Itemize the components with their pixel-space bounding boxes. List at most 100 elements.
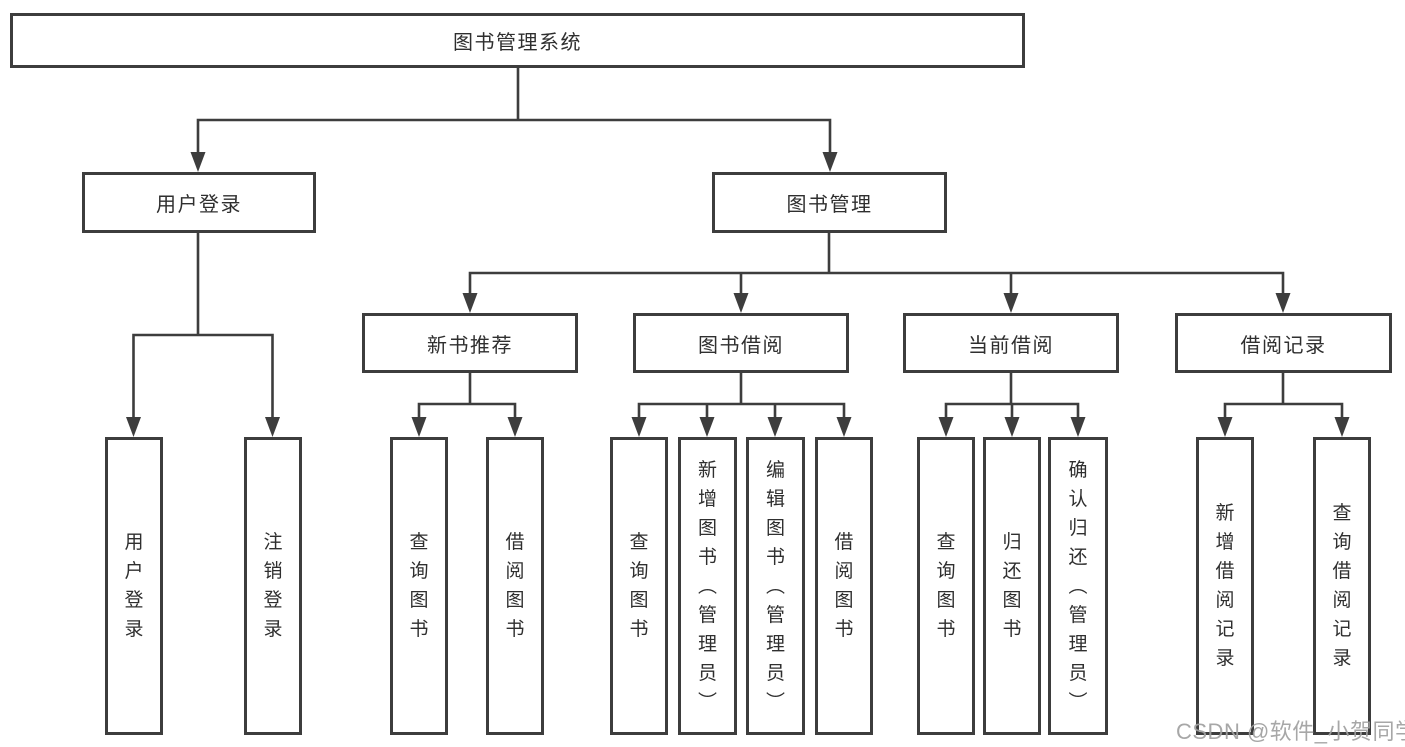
node-return-books-label: 归还图书	[1002, 528, 1021, 644]
vertical-char: 阅	[1332, 590, 1352, 611]
node-recommend-borrow-books-label: 借阅图书	[505, 528, 524, 644]
vertical-char: 销	[263, 561, 283, 582]
node-recommend-query-books-label: 查询图书	[409, 528, 428, 644]
vertical-char: ︶	[697, 691, 717, 713]
vertical-char: 辑	[765, 488, 785, 510]
arrowhead	[631, 417, 647, 437]
node-recommend-query-books: 查询图书	[390, 437, 448, 735]
vertical-char: 询	[409, 561, 429, 582]
arrowhead	[507, 417, 523, 437]
connector-current-borrow	[944, 371, 1080, 425]
node-query-borrow-record: 查询借阅记录	[1313, 437, 1371, 735]
node-borrowing-records: 借阅记录	[1175, 313, 1392, 373]
node-confirm-return-admin: 确认归还︵管理员︶	[1048, 437, 1108, 735]
arrowhead	[822, 152, 838, 172]
node-edit-books-admin: 编辑图书︵管理员︶	[746, 437, 805, 735]
node-logout-label: 注销登录	[263, 528, 282, 644]
vertical-char: 管	[697, 604, 717, 626]
node-login-label: 用户登录	[124, 528, 143, 644]
arrowhead	[462, 293, 478, 313]
vertical-char: 书	[936, 619, 956, 640]
vertical-char: 录	[1215, 648, 1235, 669]
vertical-char: 录	[1332, 648, 1352, 669]
vertical-char: 还	[1002, 561, 1022, 582]
vertical-char: 增	[697, 488, 717, 510]
connector-new-book	[417, 371, 517, 425]
vertical-char: 注	[263, 532, 283, 553]
vertical-char: ︵	[697, 575, 717, 597]
arrowhead	[733, 293, 749, 313]
vertical-char: 登	[263, 590, 283, 611]
vertical-char: 询	[936, 561, 956, 582]
node-query-borrow-record-label: 查询借阅记录	[1332, 499, 1351, 673]
node-new-book-recommend-label: 新书推荐	[427, 334, 513, 357]
arrowhead	[1004, 417, 1020, 437]
node-book-borrowing: 图书借阅	[633, 313, 849, 373]
vertical-char: ︶	[1068, 691, 1088, 713]
node-login: 用户登录	[105, 437, 163, 735]
node-borrowing-query-books: 查询图书	[610, 437, 668, 735]
vertical-char: ︵	[1068, 575, 1088, 597]
vertical-char: 员	[765, 662, 785, 684]
vertical-char: 理	[697, 633, 717, 655]
vertical-char: 管	[765, 604, 785, 626]
vertical-char: 用	[124, 532, 144, 553]
connector-book-management	[468, 231, 1285, 301]
arrowhead	[938, 417, 954, 437]
vertical-char: 阅	[505, 561, 525, 582]
vertical-char: 员	[697, 662, 717, 684]
vertical-char: 阅	[834, 561, 854, 582]
node-borrowing-query-books-label: 查询图书	[629, 528, 648, 644]
vertical-char: 查	[629, 532, 649, 553]
vertical-char: 确	[1068, 459, 1088, 481]
node-current-borrowing: 当前借阅	[903, 313, 1119, 373]
node-edit-books-admin-label: 编辑图书︵管理员︶	[766, 456, 785, 717]
vertical-char: 查	[1332, 503, 1352, 524]
vertical-char: 借	[505, 532, 525, 553]
vertical-char: 归	[1068, 517, 1088, 539]
vertical-char: 书	[629, 619, 649, 640]
vertical-char: 阅	[1215, 590, 1235, 611]
vertical-char: 认	[1068, 488, 1088, 510]
node-add-borrow-record-label: 新增借阅记录	[1215, 499, 1234, 673]
node-return-books: 归还图书	[983, 437, 1041, 735]
node-logout: 注销登录	[244, 437, 302, 735]
node-borrowing-borrow-books-label: 借阅图书	[834, 528, 853, 644]
vertical-char: ︵	[765, 575, 785, 597]
arrowhead	[1070, 417, 1086, 437]
node-current-query-books-label: 查询图书	[936, 528, 955, 644]
vertical-char: 增	[1215, 532, 1235, 553]
vertical-char: 书	[765, 546, 785, 568]
vertical-char: 户	[124, 561, 144, 582]
vertical-char: ︶	[765, 691, 785, 713]
connector-root	[196, 66, 832, 160]
vertical-char: 理	[1068, 633, 1088, 655]
vertical-char: 查	[409, 532, 429, 553]
arrowhead	[1275, 293, 1291, 313]
vertical-char: 图	[505, 590, 525, 611]
vertical-char: 书	[834, 619, 854, 640]
arrowhead	[190, 152, 206, 172]
vertical-char: 图	[697, 517, 717, 539]
vertical-char: 图	[834, 590, 854, 611]
arrowhead	[411, 417, 427, 437]
arrowhead	[1217, 417, 1233, 437]
vertical-char: 书	[505, 619, 525, 640]
node-current-borrowing-label: 当前借阅	[968, 334, 1054, 357]
arrowhead	[1003, 293, 1019, 313]
node-add-borrow-record: 新增借阅记录	[1196, 437, 1254, 735]
vertical-char: 新	[697, 459, 717, 481]
node-add-books-admin-label: 新增图书︵管理员︶	[698, 456, 717, 717]
arrowhead	[126, 417, 141, 437]
vertical-char: 录	[263, 619, 283, 640]
vertical-char: 借	[1215, 561, 1235, 582]
vertical-char: 图	[629, 590, 649, 611]
vertical-char: 记	[1332, 619, 1352, 640]
node-confirm-return-admin-label: 确认归还︵管理员︶	[1068, 456, 1087, 717]
connector-user-login	[132, 231, 274, 425]
node-current-query-books: 查询图书	[917, 437, 975, 735]
vertical-char: 借	[1332, 561, 1352, 582]
node-root-label: 图书管理系统	[453, 32, 582, 54]
arrowhead	[265, 417, 280, 437]
